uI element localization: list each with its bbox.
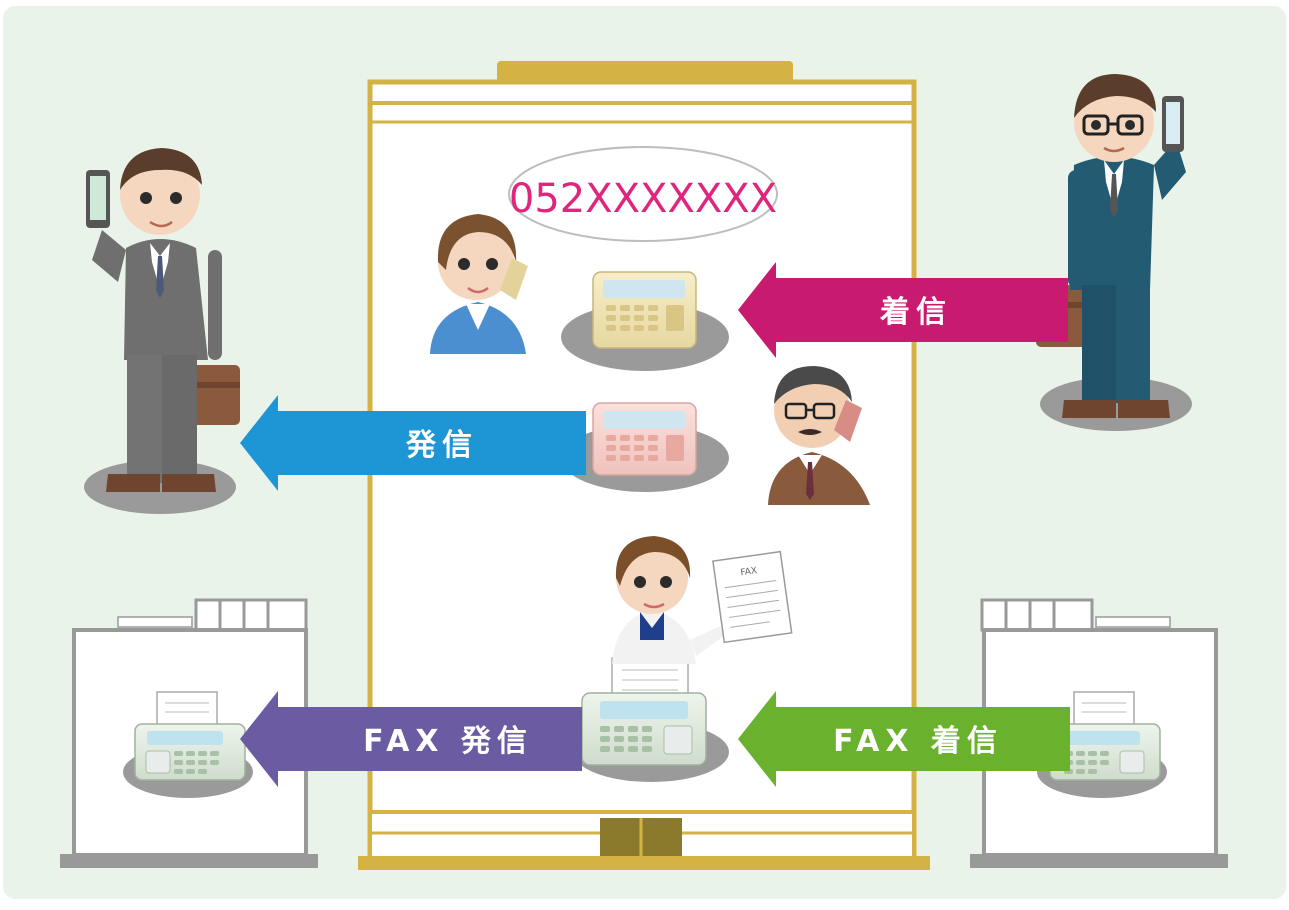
fax-outgoing-label: FAX 発信 [363, 724, 533, 759]
fax-machine-left-icon [123, 691, 253, 798]
fax-sheet-label: FAX [740, 566, 758, 578]
office-woman-fax-icon: FAX [612, 536, 793, 664]
desk-phone-incoming-icon [561, 271, 729, 371]
fax-incoming-arrow: FAX 着信 [738, 691, 1070, 787]
incoming-call-arrow: 着信 [738, 262, 1068, 358]
office-woman-phone-icon [430, 214, 528, 354]
phone-number-bubble: 052XXXXXXX [508, 146, 778, 242]
fax-outgoing-arrow: FAX 発信 [240, 691, 582, 787]
fax-incoming-label: FAX 着信 [833, 724, 1003, 759]
desk-phone-outgoing-icon [561, 402, 729, 492]
fax-machine-center-icon [573, 657, 729, 782]
outgoing-call-label: 発信 [405, 428, 478, 463]
incoming-call-label: 着信 [880, 295, 952, 330]
businessman-left-icon [84, 148, 240, 514]
outgoing-call-arrow: 発信 [240, 395, 586, 491]
office-manager-phone-icon [768, 366, 870, 505]
phone-number-text: 052XXXXXXX [509, 176, 777, 222]
